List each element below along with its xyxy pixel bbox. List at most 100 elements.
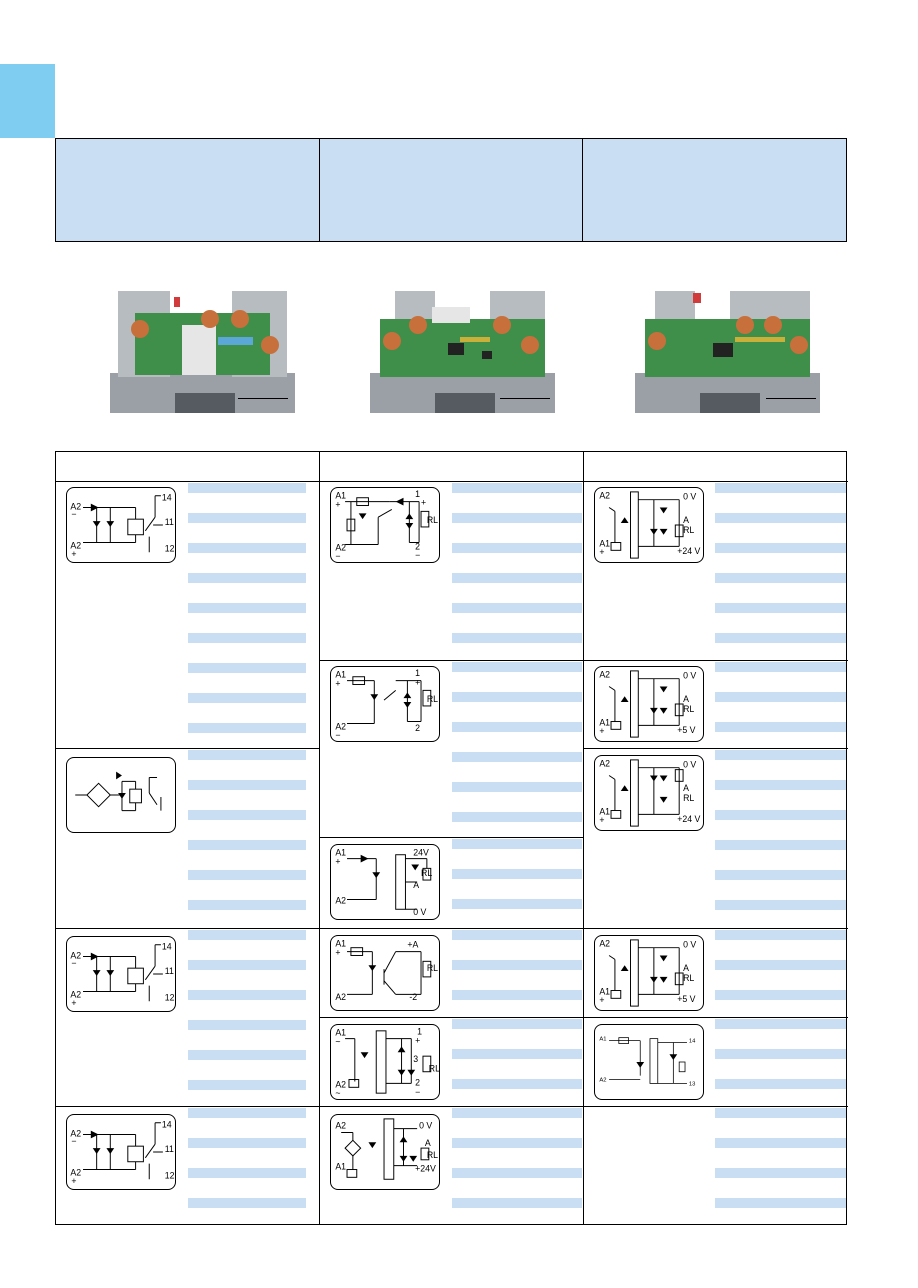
svg-text:1: 1 [415, 668, 420, 678]
spec-stripes [715, 483, 846, 663]
spec-stripes [715, 1019, 846, 1109]
svg-text:RL: RL [427, 515, 438, 525]
svg-text:RL: RL [427, 963, 438, 973]
svg-text:+: + [335, 499, 340, 509]
svg-text:1: 1 [417, 1027, 422, 1037]
svg-text:A: A [683, 783, 689, 793]
spec-stripes [188, 750, 306, 930]
optocoupler-schematic: A1 + A2 − 1 + 2 RL [330, 666, 440, 742]
svg-text:+: + [415, 1036, 420, 1046]
optocoupler-transistor-schematic: A1 + A2 +A -2 RL [330, 935, 440, 1011]
column-head-solid-state [584, 452, 848, 482]
svg-text:+24 V: +24 V [677, 546, 700, 556]
svg-text:A: A [413, 880, 419, 890]
svg-text:A1: A1 [335, 939, 346, 949]
svg-text:A1: A1 [335, 1162, 346, 1172]
svg-text:0 V: 0 V [683, 940, 696, 950]
svg-text:2: 2 [415, 541, 420, 551]
svg-text:+: + [71, 998, 76, 1008]
optocoupler-ac-schematic: A1 ~ A2 ~ 1 3 2 + − RL [330, 1024, 440, 1100]
relay-module-photo [110, 285, 295, 413]
optocoupler-module-photo [370, 285, 555, 413]
header-table [55, 138, 847, 242]
svg-text:A1: A1 [599, 717, 610, 727]
svg-text:−: − [335, 730, 340, 740]
svg-text:-2: -2 [409, 992, 417, 1002]
svg-text:A2: A2 [335, 895, 346, 905]
svg-text:14: 14 [689, 1039, 696, 1045]
svg-text:A1: A1 [599, 986, 610, 996]
svg-text:A2: A2 [599, 1077, 606, 1083]
solid-state-24v-schematic: A2 A1 + 0 V A RL +24 V [594, 755, 704, 831]
svg-text:A2: A2 [335, 992, 346, 1002]
column-divider [319, 452, 320, 1224]
solid-state-5v-schematic: A2 A1 + 0 V A RL +5 V [594, 935, 704, 1011]
relay-ac-schematic [66, 757, 176, 833]
column-divider [583, 452, 584, 1224]
svg-text:A1: A1 [599, 1037, 606, 1043]
svg-text:RL: RL [683, 793, 694, 803]
svg-text:A2: A2 [335, 542, 346, 552]
svg-text:+5 V: +5 V [677, 994, 695, 1004]
svg-text:RL: RL [683, 525, 694, 535]
svg-text:0 V: 0 V [683, 492, 696, 502]
svg-text:−: − [415, 1087, 420, 1097]
svg-text:+: + [599, 995, 604, 1005]
svg-text:A1: A1 [599, 538, 610, 548]
relay-schematic: A2 − A2 + 14 11 12 [66, 936, 176, 1012]
row-divider [320, 837, 584, 838]
svg-text:−: − [71, 958, 76, 968]
svg-text:2: 2 [415, 1077, 420, 1087]
row-divider [584, 660, 848, 661]
svg-text:1: 1 [415, 489, 420, 499]
svg-text:11: 11 [165, 517, 174, 527]
svg-text:+: + [335, 678, 340, 688]
solid-state-5v-schematic: A2 A1 + 0 V A RL +5 V [594, 666, 704, 742]
svg-text:A2: A2 [70, 1167, 81, 1177]
svg-text:A2: A2 [599, 670, 610, 680]
optocoupler-schematic: A1 + A2 − 1 + 2 − RL [330, 487, 440, 563]
svg-text:A1: A1 [335, 670, 346, 680]
spec-stripes [715, 750, 846, 930]
svg-text:A2: A2 [599, 759, 610, 769]
svg-text:RL: RL [683, 704, 694, 714]
svg-text:+24 V: +24 V [677, 814, 700, 824]
svg-text:A1: A1 [335, 1028, 346, 1038]
svg-text:RL: RL [429, 1064, 439, 1074]
svg-text:A2: A2 [335, 1121, 346, 1131]
svg-text:+5 V: +5 V [677, 725, 695, 735]
row-divider [320, 1017, 584, 1018]
row-divider [56, 1106, 320, 1107]
relay-schematic: A2 − A2 + 14 11 12 [66, 1114, 176, 1190]
spec-stripes [452, 1019, 582, 1109]
svg-text:−: − [71, 509, 76, 519]
svg-text:A1: A1 [599, 806, 610, 816]
svg-text:12: 12 [165, 1170, 175, 1180]
spec-stripes [452, 662, 582, 842]
svg-text:A2: A2 [335, 1079, 346, 1089]
svg-text:~: ~ [335, 1088, 340, 1098]
spec-stripes [715, 662, 846, 752]
svg-text:0 V: 0 V [419, 1121, 432, 1131]
svg-text:A1: A1 [335, 848, 346, 858]
spec-stripes [715, 1108, 846, 1228]
row-divider [56, 928, 320, 929]
svg-text:A2: A2 [70, 540, 81, 550]
column-head-optocoupler [320, 452, 584, 482]
svg-text:RL: RL [683, 973, 694, 983]
svg-text:+: + [335, 947, 340, 957]
svg-text:A: A [683, 515, 689, 525]
optocoupler-bridge-schematic: A2 A1 0 V A RL +24V [330, 1114, 440, 1190]
svg-text:A: A [683, 963, 689, 973]
row-divider [320, 1106, 584, 1107]
spec-stripes [452, 930, 582, 1020]
header-cell-solid-state [583, 139, 846, 241]
svg-text:RL: RL [427, 694, 438, 704]
optocoupler-24v-schematic: A1 + A2 24V RL A 0 V [330, 844, 440, 920]
spec-stripes [452, 483, 582, 663]
row-divider [56, 748, 320, 749]
svg-text:RL: RL [421, 868, 432, 878]
svg-text:+A: +A [407, 940, 418, 950]
solid-state-24v-schematic: A2 A1 + 0 V A RL +24 V [594, 487, 704, 563]
row-divider [584, 928, 848, 929]
